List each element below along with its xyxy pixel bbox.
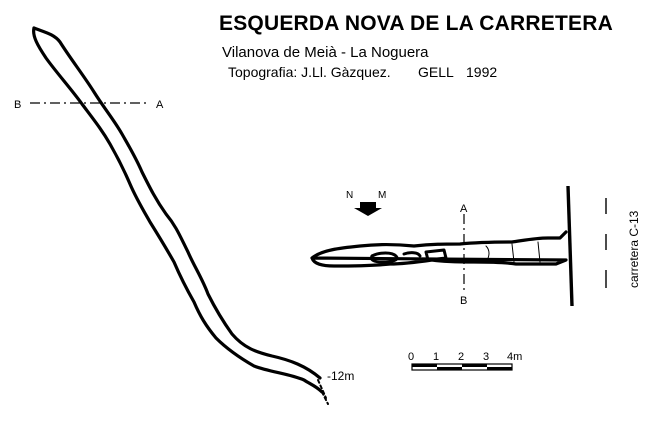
plan-wall-right bbox=[32, 26, 324, 394]
scale-label-2: 2 bbox=[458, 351, 464, 363]
group-text: GELL bbox=[418, 64, 454, 80]
scale-label-4: 4m bbox=[507, 351, 522, 363]
profile-blocks bbox=[370, 248, 448, 264]
scale-seg-1-top bbox=[412, 364, 437, 367]
orientation-label-n: N bbox=[346, 190, 353, 201]
plan-end-dashes bbox=[317, 379, 329, 405]
road-wall-line bbox=[566, 185, 574, 307]
scale-seg-2-bottom bbox=[437, 367, 462, 370]
plan-section-label-a: A bbox=[156, 99, 164, 111]
profile-section-line: A B bbox=[460, 203, 468, 307]
orientation-label-m: M bbox=[378, 190, 386, 201]
plan-section-label-b: B bbox=[14, 99, 21, 111]
scale-seg-3-top bbox=[462, 364, 487, 367]
plan-view bbox=[32, 26, 329, 405]
scale-seg-4-bottom bbox=[487, 367, 512, 370]
orientation-arrow-icon bbox=[354, 202, 382, 216]
orientation-marker: N M bbox=[346, 190, 386, 216]
road-label: carretera C-13 bbox=[627, 210, 641, 288]
profile-view bbox=[310, 230, 568, 268]
profile-detail-lines bbox=[485, 241, 541, 263]
year-text: 1992 bbox=[466, 64, 498, 80]
profile-section-label-b: B bbox=[460, 295, 467, 307]
drawing-title: ESQUERDA NOVA DE LA CARRETERA bbox=[219, 12, 613, 35]
location-text: Vilanova de Meià - La Noguera bbox=[222, 44, 429, 61]
credit-text: Topografia: J.Ll. Gàzquez. bbox=[228, 64, 391, 80]
scale-bar: 0 1 2 3 4m bbox=[408, 351, 522, 371]
profile-outline bbox=[310, 230, 568, 268]
road bbox=[566, 185, 607, 307]
depth-label: -12m bbox=[327, 369, 354, 383]
profile-section-label-a: A bbox=[460, 203, 468, 215]
plan-section-line: B A bbox=[14, 99, 164, 111]
scale-label-0: 0 bbox=[408, 351, 414, 363]
scale-label-3: 3 bbox=[483, 351, 489, 363]
scale-label-1: 1 bbox=[433, 351, 439, 363]
plan-wall-left bbox=[32, 26, 322, 380]
